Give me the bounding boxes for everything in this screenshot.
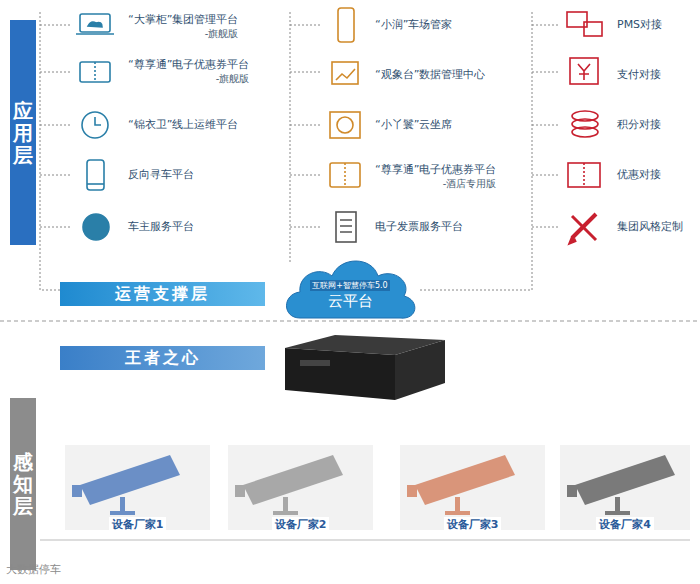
layer-band: 应用层 (10, 20, 36, 245)
controller-box (285, 335, 445, 400)
layer-divider (0, 321, 700, 322)
link-icons (567, 12, 602, 242)
layer-band: 王者之心 (60, 346, 265, 370)
cloud-title: 云平台 (328, 291, 373, 311)
platform-item: 车主服务平台 (128, 220, 194, 234)
item-name: 积分对接 (617, 118, 661, 132)
item-name: 反向寻车平台 (128, 168, 194, 182)
band-title: 设备厂家2 (272, 517, 330, 532)
item-name: “小丫鬟”云坐席 (375, 118, 452, 132)
item-name: “大掌柜”集团管理平台 (128, 13, 238, 27)
item-name: “观象台”数据管理中心 (375, 68, 485, 82)
band-title: 王者之心 (125, 348, 201, 369)
link-item: 集团风格定制 (617, 220, 683, 234)
link-item: 优惠对接 (617, 168, 661, 182)
app-icons (76, 8, 360, 242)
item-name: 电子发票服务平台 (375, 220, 463, 234)
item-name: 支付对接 (617, 68, 661, 82)
cloud-path (287, 261, 415, 318)
band-title: 应用层 (13, 100, 33, 166)
item-name: “小润”车场管家 (375, 18, 452, 32)
platform-item: “大掌柜”集团管理平台-旗舰版 (128, 13, 238, 41)
item-name: “锦衣卫”线上运维平台 (128, 118, 238, 132)
layer-band: 运营支撑层 (60, 282, 265, 306)
platform-item: 反向寻车平台 (128, 168, 194, 182)
item-name: 优惠对接 (617, 168, 661, 182)
version-text: 互联网+智慧停车5.0 (310, 280, 389, 291)
edition-note: -酒店专用版 (375, 177, 496, 191)
platform-item: “尊享通”电子优惠券平台-旗舰版 (128, 58, 249, 86)
link-item: 积分对接 (617, 118, 661, 132)
device-label: 设备厂家2 (228, 445, 373, 530)
item-name: 集团风格定制 (617, 220, 683, 234)
platform-item: “小丫鬟”云坐席 (375, 118, 452, 132)
platform-item: “小润”车场管家 (375, 18, 452, 32)
cloud-shape: 互联网+智慧停车5.0云平台 (280, 252, 420, 328)
platform-item: “尊享通”电子优惠券平台-酒店专用版 (375, 163, 496, 191)
item-name: 车主服务平台 (128, 220, 194, 234)
band-title: 设备厂家1 (109, 517, 167, 532)
bracket-lines (40, 12, 560, 290)
watermark: 大数据停车 (6, 562, 61, 577)
link-item: 支付对接 (617, 68, 661, 82)
band-title: 设备厂家3 (444, 517, 502, 532)
device-label: 设备厂家1 (65, 445, 210, 530)
link-item: PMS对接 (617, 18, 662, 32)
ground-line (40, 540, 690, 541)
band-title: 运营支撑层 (115, 284, 210, 305)
platform-item: “观象台”数据管理中心 (375, 68, 485, 82)
edition-note: -旗舰版 (128, 27, 238, 41)
item-name: “尊享通”电子优惠券平台 (128, 58, 249, 72)
band-title: 感知层 (13, 451, 33, 517)
device-label: 设备厂家4 (560, 445, 690, 530)
platform-item: 电子发票服务平台 (375, 220, 463, 234)
band-title: 设备厂家4 (596, 517, 654, 532)
device-label: 设备厂家3 (400, 445, 545, 530)
platform-item: “锦衣卫”线上运维平台 (128, 118, 238, 132)
edition-note: -旗舰版 (128, 72, 249, 86)
layer-band: 感知层 (10, 398, 36, 570)
item-name: PMS对接 (617, 18, 662, 32)
item-name: “尊享通”电子优惠券平台 (375, 163, 496, 177)
